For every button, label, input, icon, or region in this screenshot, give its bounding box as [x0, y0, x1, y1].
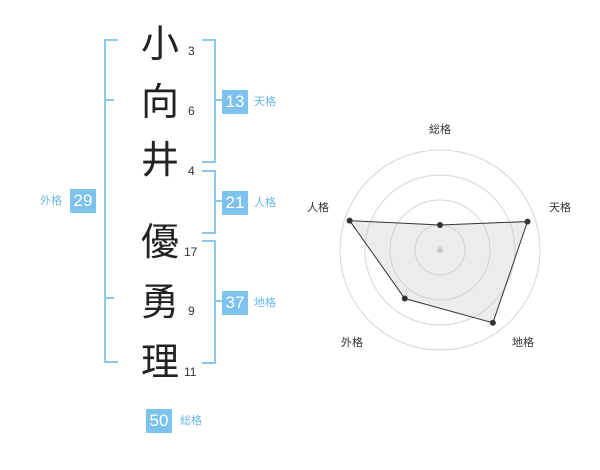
- radar-area: [348, 220, 529, 324]
- soukaku-label: 総格: [180, 414, 202, 427]
- radar-ring: [389, 199, 491, 301]
- tenkaku-value: 13: [222, 90, 248, 114]
- name-char-4: 優: [140, 220, 179, 264]
- chikaku-bracket: [202, 240, 216, 364]
- tenkaku-tick: [214, 99, 222, 101]
- radar-point: [524, 218, 531, 225]
- name-char-1: 小: [140, 22, 179, 66]
- jinkaku-tick: [214, 200, 222, 202]
- radar-point: [346, 217, 353, 224]
- radar-point: [401, 295, 408, 302]
- gaikaku-tick-2: [104, 297, 114, 299]
- gaikaku-tick-1: [104, 99, 114, 101]
- radar-axis-label: 総格: [429, 122, 451, 136]
- stroke-count-6: 11: [184, 365, 197, 379]
- soukaku-value: 50: [146, 409, 172, 433]
- jinkaku-label: 人格: [254, 196, 276, 209]
- name-char-6: 理: [140, 340, 179, 384]
- radar-point: [437, 222, 443, 228]
- radar-ring: [339, 149, 541, 351]
- gaikaku-bracket: [104, 39, 118, 363]
- jinkaku-bracket: [202, 170, 216, 234]
- radar-point: [489, 319, 496, 326]
- name-char-3: 井: [140, 138, 179, 182]
- stroke-count-2: 6: [188, 104, 195, 118]
- stroke-count-1: 3: [188, 44, 195, 58]
- gaikaku-label: 外格: [40, 194, 62, 207]
- radar-center: [437, 247, 443, 253]
- name-char-2: 向: [140, 80, 179, 124]
- stroke-count-3: 4: [188, 164, 195, 178]
- radar-ring: [364, 174, 516, 326]
- jinkaku-value: 21: [222, 191, 248, 215]
- tenkaku-bracket: [202, 39, 216, 163]
- chikaku-label: 地格: [254, 296, 276, 309]
- chikaku-tick: [214, 300, 222, 302]
- chikaku-value: 37: [222, 291, 248, 315]
- stroke-count-4: 17: [184, 245, 198, 259]
- name-char-5: 勇: [140, 280, 179, 324]
- stroke-count-5: 9: [188, 304, 195, 318]
- radar-axis-label: 人格: [307, 200, 329, 214]
- radar-axis-label: 地格: [512, 335, 534, 349]
- tenkaku-label: 天格: [254, 95, 276, 108]
- radar-axis-label: 天格: [549, 200, 571, 214]
- radar-axis-label: 外格: [341, 335, 363, 349]
- gaikaku-value: 29: [70, 189, 96, 213]
